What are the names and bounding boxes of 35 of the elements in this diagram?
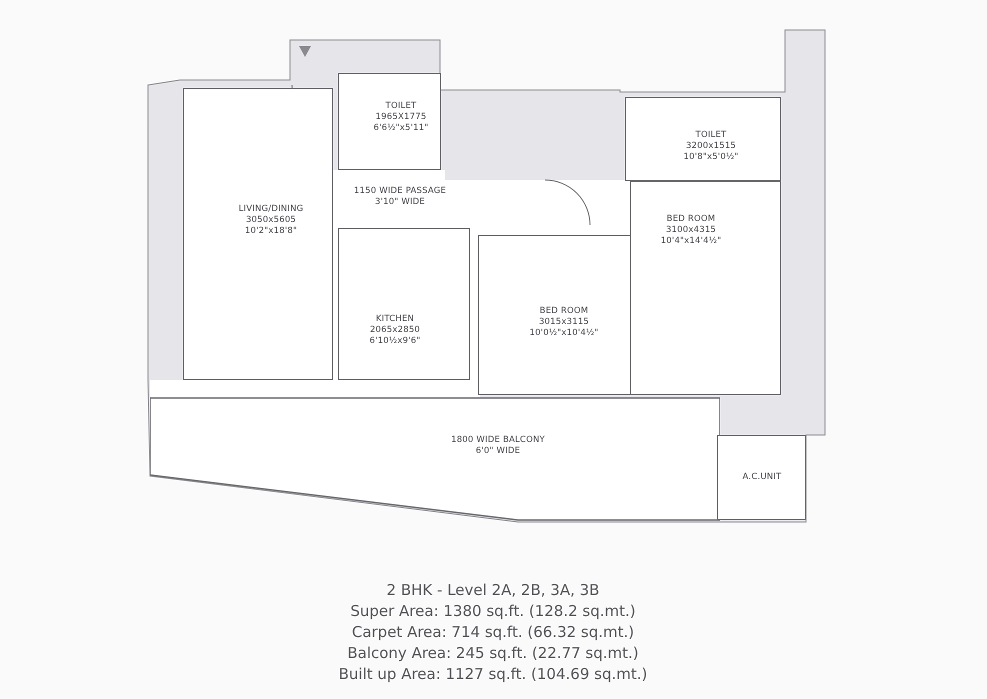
room-outline	[625, 97, 781, 181]
room-dimensions: 3100x4315	[666, 225, 716, 236]
room-outline	[630, 181, 781, 395]
area-figure: Carpet Area: 714 sq.ft. (66.32 sq.mt.)	[352, 623, 634, 641]
room-name: BED ROOM	[666, 214, 716, 225]
room-name: LIVING/DINING	[238, 204, 304, 215]
room-dimensions: 10'0½"x10'4½"	[529, 328, 599, 339]
room-dimensions: 10'2"x18'8"	[244, 226, 298, 237]
passage-label: 3'10" WIDE	[375, 197, 425, 208]
room-dimensions: 10'8"x5'0½"	[684, 152, 738, 163]
room-outline	[717, 435, 806, 520]
room-dimensions: 2065x2850	[370, 325, 420, 336]
room-name: A.C.UNIT	[742, 472, 782, 483]
room-dimensions: 3200x1515	[686, 141, 736, 152]
passage-label: 1150 WIDE PASSAGE	[354, 186, 446, 197]
room-outline	[338, 228, 470, 380]
room-dimensions: 6'6½"x5'11"	[374, 123, 428, 134]
area-figure: Built up Area: 1127 sq.ft. (104.69 sq.mt.)	[338, 665, 648, 683]
room-name: KITCHEN	[376, 314, 414, 325]
room-outline	[338, 73, 441, 170]
room-dimensions: 10'4"x14'4½"	[660, 236, 722, 247]
room-name: BED ROOM	[540, 306, 588, 317]
room-dimensions: 3015x3115	[538, 317, 590, 328]
room-name: TOILET	[386, 101, 416, 112]
room-dimensions: 6'10½x9'6"	[370, 336, 420, 347]
room-name: TOILET	[696, 130, 726, 141]
room-outline	[183, 88, 333, 380]
room-dimensions: 3050x5605	[246, 215, 296, 226]
area-figure: Balcony Area: 245 sq.ft. (22.77 sq.mt.)	[347, 644, 639, 662]
room-dimensions: 1965X1775	[376, 112, 426, 123]
plan-title: 2 BHK - Level 2A, 2B, 3A, 3B	[386, 581, 600, 599]
room-outline	[478, 235, 631, 395]
room-name: 1800 WIDE BALCONY	[451, 435, 545, 446]
room-dimensions: 6'0" WIDE	[476, 446, 520, 457]
area-figure: Super Area: 1380 sq.ft. (128.2 sq.mt.)	[350, 602, 636, 620]
